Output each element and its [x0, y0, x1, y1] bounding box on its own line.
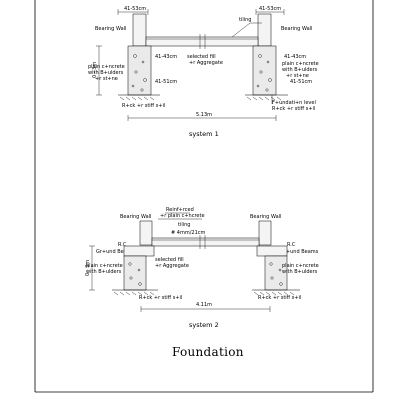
s2-plain-concrete-right-1: plain c+ncrete [282, 263, 319, 269]
s2-reinforced-2: +r plain c+ncrete [160, 213, 205, 219]
s2-bearing-wall-right: Bearing Wall [250, 214, 281, 220]
s2-selected-fill-1: selected fill [155, 257, 184, 263]
s1-wall-width-right: 41-53cm [259, 6, 281, 12]
s1-tiling-label: tiling [239, 17, 251, 23]
s2-bar-spec: # 4mm/21cm [171, 230, 205, 236]
s2-height-dim: 0 - 3m [85, 260, 91, 276]
s2-caption: system 2 [189, 321, 219, 329]
s1-rock-left: R+ck +r stiff s+il [122, 103, 165, 109]
s2-selected-fill-2: +r Aggregate [155, 263, 189, 269]
s1-plain-concrete-left-3: +r st+ne [95, 76, 118, 82]
s1-plain-concrete-right-4: 41-51cm [290, 79, 312, 85]
s1-plain-concrete-right-1: plain c+ncrete [282, 61, 319, 67]
system1-section: 41-53cm 41-53cm Bearing Wall Bearing Wal… [88, 6, 319, 138]
s2-rock-right: R+ck +r stiff s+il [258, 295, 301, 301]
s1-plain-concrete-right-3: +r st+ne [286, 73, 309, 79]
s2-rc-left-1: R.C [118, 242, 127, 248]
s1-height-dim: 0 - 3m [92, 62, 98, 78]
s2-rock-left: R+ck +r stiff s+il [139, 295, 182, 301]
s2-left-wall [139, 220, 153, 246]
s1-selected-fill-2: +r Aggregate [189, 60, 223, 66]
s1-dim-41-43: 41-43cm [155, 54, 177, 60]
s2-left-ground-beam [123, 245, 155, 257]
s1-bearing-wall-left: Bearing Wall [95, 26, 126, 32]
s1-left-wall [132, 13, 147, 47]
s1-rock-right: R+ck +r stiff s+il [272, 106, 315, 112]
s2-right-ground-beam [256, 245, 288, 257]
s1-foundation-level: F+undati+n level [272, 100, 316, 106]
s2-plain-concrete-left-2: with B+ulders [86, 269, 122, 275]
s2-tiling-label: tiling [178, 222, 190, 228]
s2-floor-slab [151, 237, 260, 247]
s1-bearing-wall-right: Bearing Wall [281, 26, 312, 32]
s1-plain-concrete-right-2: with B+ulders [282, 67, 318, 73]
s2-rc-left-2: Gr+und Beams [96, 249, 135, 255]
s2-plain-concrete-left-1: plain c+ncrete [86, 263, 123, 269]
s2-bearing-wall-left: Bearing Wall [120, 214, 151, 220]
s2-right-wall [258, 220, 272, 246]
s1-plain-concrete-left-2: with B+ulders [88, 70, 124, 76]
s1-right-wall [257, 13, 272, 47]
system2-section: Reinf+rced +r plain c+ncrete Bearing Wal… [85, 207, 319, 329]
s1-selected-fill-1: selected fill [187, 54, 216, 60]
s1-plain-concrete-right-0: 41-43cm [284, 54, 306, 60]
s1-floor-slab [145, 36, 259, 47]
s1-dim-41-51: 41-51cm [155, 79, 177, 85]
s2-rc-right-2: Gr+und Beams [280, 249, 319, 255]
s1-wall-width-left: 41-53cm [124, 6, 146, 12]
s1-right-footing [252, 45, 277, 96]
s1-caption: system 1 [189, 130, 219, 138]
drawing-title: Foundation [172, 345, 244, 359]
s2-left-footing [123, 255, 147, 291]
s2-span: 4.11m [196, 302, 212, 308]
s2-reinforced-1: Reinf+rced [166, 207, 194, 213]
s2-plain-concrete-right-2: with B+ulders [282, 269, 318, 275]
s1-span: 5.13m [196, 112, 212, 118]
s1-left-footing [127, 45, 152, 96]
s1-plain-concrete-left-1: plain c+ncrete [88, 64, 125, 70]
s2-rc-right-1: R.C [287, 242, 296, 248]
